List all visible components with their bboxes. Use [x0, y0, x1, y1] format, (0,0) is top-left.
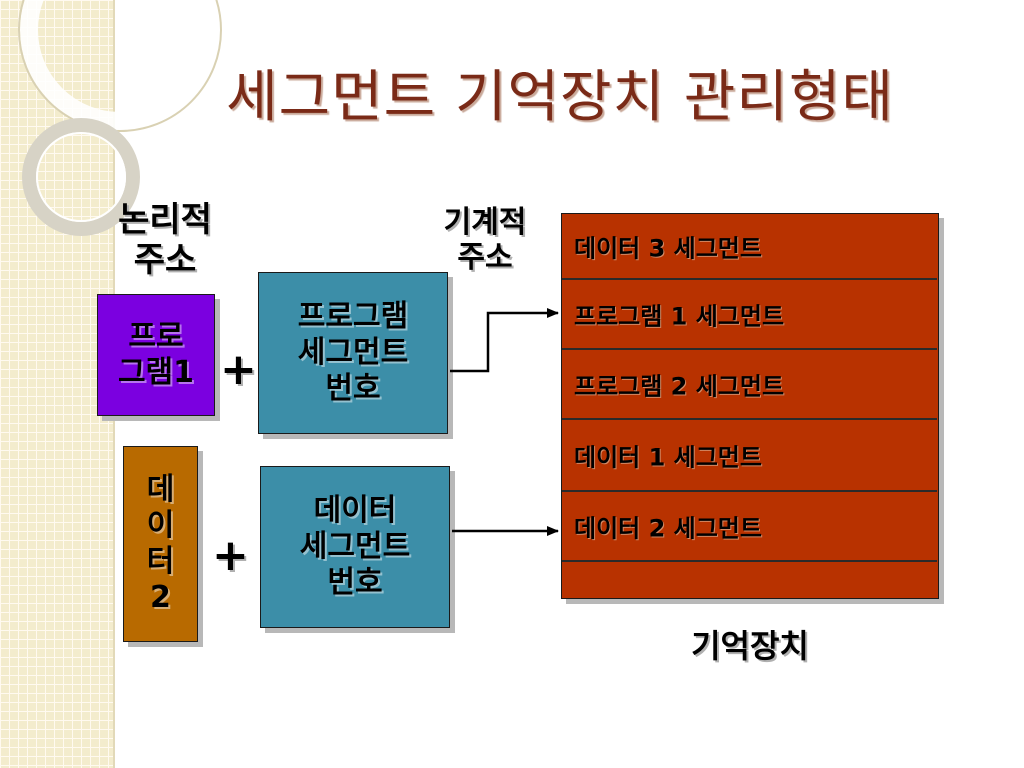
- memory-segment-label: 데이터 3 세그먼트: [574, 234, 762, 263]
- program-segment-number-box: 프로그램 세그먼트 번호: [258, 272, 448, 434]
- data-segment-line2: 세그먼트: [299, 529, 411, 564]
- memory-segment-label: 데이터 1 세그먼트: [574, 443, 762, 472]
- memory-segment-label: 프로그램 1 세그먼트: [574, 302, 785, 331]
- data-segment-number-box: 데이터 세그먼트 번호: [260, 466, 450, 628]
- program-box-line1: 프로: [128, 319, 184, 354]
- data-box-char-4: 2: [150, 580, 171, 615]
- plus-sign-top: +: [220, 344, 257, 395]
- memory-segment: 데이터 2 세그먼트: [562, 492, 937, 562]
- program-box-line2: 그램1: [117, 355, 195, 390]
- program-segment-line2: 세그먼트: [297, 335, 409, 370]
- data-box-char-1: 데: [146, 472, 175, 507]
- memory-segment-label: 프로그램 2 세그먼트: [574, 372, 785, 401]
- data-segment-line1: 데이터: [313, 493, 397, 528]
- program-segment-line1: 프로그램: [297, 299, 409, 334]
- physical-address-line1: 기계적: [443, 205, 527, 240]
- memory-segment: 데이터 1 세그먼트: [562, 420, 937, 492]
- program-box: 프로 그램1: [97, 294, 215, 416]
- memory-segment: 데이터 3 세그먼트: [562, 214, 937, 280]
- decorative-ring-small-inner: [36, 132, 126, 222]
- memory-segment-label: 데이터 2 세그먼트: [574, 514, 762, 543]
- physical-address-label: 기계적 주소: [425, 205, 545, 276]
- data-box: 데 이 터 2: [123, 446, 198, 642]
- data-box-char-3: 터: [146, 544, 175, 579]
- logical-address-label: 논리적 주소: [100, 200, 230, 280]
- data-box-char-2: 이: [146, 508, 175, 543]
- plus-sign-bottom: +: [212, 530, 249, 581]
- memory-segment: 프로그램 1 세그먼트: [562, 280, 937, 350]
- logical-address-line1: 논리적: [118, 200, 212, 240]
- data-segment-line3: 번호: [327, 565, 383, 600]
- physical-address-line2: 주소: [457, 240, 513, 276]
- memory-segment: 프로그램 2 세그먼트: [562, 350, 937, 420]
- program-arrow: [450, 308, 559, 373]
- memory-label: 기억장치: [691, 627, 809, 665]
- memory-block: 데이터 3 세그먼트 프로그램 1 세그먼트 프로그램 2 세그먼트 데이터 1…: [561, 213, 939, 599]
- program-segment-line3: 번호: [325, 371, 381, 406]
- page-title: 세그먼트 기억장치 관리형태: [226, 65, 894, 130]
- logical-address-line2: 주소: [133, 240, 197, 281]
